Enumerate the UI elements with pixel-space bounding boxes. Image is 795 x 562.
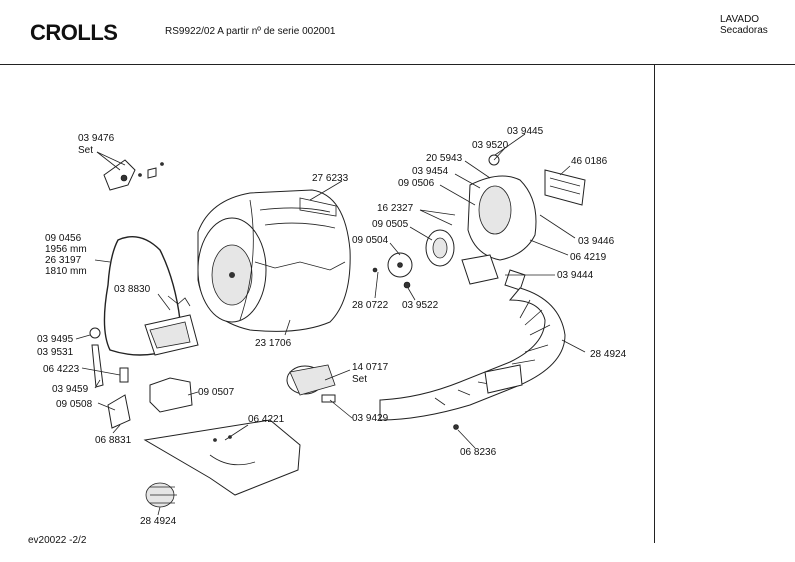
label-064223: 06 4223 [43,364,80,375]
motor-part [144,295,199,356]
motor-bracket-part [149,377,193,413]
idler-pulley-part [89,327,129,388]
label-039531: 03 9531 [37,347,74,358]
label-231706: 23 1706 [255,338,292,349]
brand-logo: CROLLS [30,20,118,45]
support-bracket-part [403,254,526,291]
label-039459: 03 9459 [52,384,89,395]
label-090456: 09 0456 [45,233,82,244]
exhaust-hose-part [379,287,566,430]
label-276233: 27 6233 [312,173,349,184]
label-039476: 03 9476 [78,133,115,144]
label-038830: 03 8830 [114,284,151,295]
fan-housing-part [467,154,586,261]
label-039522: 03 9522 [402,300,439,311]
label-039444: 03 9444 [557,270,594,281]
label-263197: 26 3197 [45,255,82,266]
label-162327: 16 2327 [377,203,414,214]
bracket-set-part [103,159,164,191]
label-090506: 09 0506 [398,178,435,189]
label-090507: 09 0507 [198,387,235,398]
label-039429: 03 9429 [352,413,389,424]
small-hose-part [145,482,177,508]
label-068236: 06 8236 [460,447,497,458]
label-284924-large-hose: 28 4924 [590,349,627,360]
label-064221: 06 4221 [248,414,285,425]
model-series-line: RS9922/02 A partir nº de serie 002001 [165,26,336,37]
base-bracket-part [107,394,131,429]
label-460186: 46 0186 [571,156,608,167]
header-divider [0,64,795,65]
label-140717: 14 0717 [352,362,389,373]
category-block: LAVADO Secadoras [720,14,768,36]
label-set-1: Set [78,145,93,156]
fan-wheel-part [372,229,455,278]
category-line-2: Secadoras [720,25,768,36]
label-1810mm: 1810 mm [45,266,87,277]
label-set-2: Set [352,374,367,385]
label-280722: 28 0722 [352,300,389,311]
label-1956mm: 1956 mm [45,244,87,255]
label-090505: 09 0505 [372,219,409,230]
category-line-1: LAVADO [720,14,760,25]
label-039520: 03 9520 [472,140,509,151]
label-064219: 06 4219 [570,252,607,263]
label-205943: 20 5943 [426,153,463,164]
label-039446: 03 9446 [578,236,615,247]
page-reference: ev20022 -2/2 [28,535,87,546]
label-068831: 06 8831 [95,435,132,446]
fan-motor-part [286,364,336,403]
label-039454: 03 9454 [412,166,449,177]
label-284924-small-hose: 28 4924 [140,516,177,527]
drum-part [197,189,351,332]
label-090504: 09 0504 [352,235,389,246]
drive-belt-part [103,236,181,356]
label-039445: 03 9445 [507,126,544,137]
label-090508: 09 0508 [56,399,93,410]
sidebar-divider [654,65,655,543]
base-plate-part [143,419,301,496]
leader-lines [75,133,586,516]
label-039495: 03 9495 [37,334,74,345]
